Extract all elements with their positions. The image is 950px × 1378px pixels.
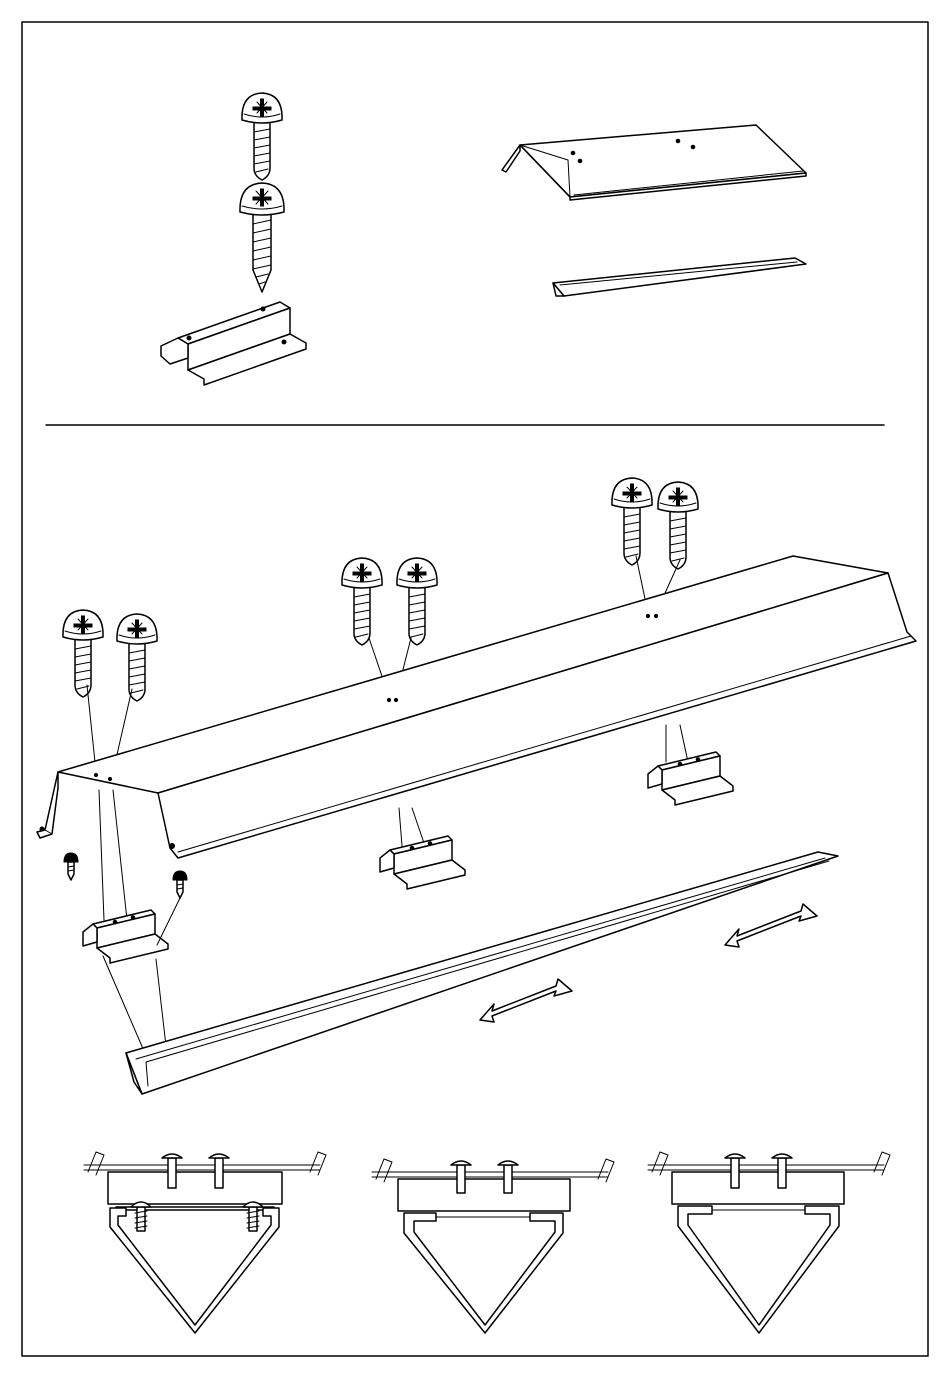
assembly-channel	[126, 852, 838, 1094]
mounting-bracket-icon	[161, 302, 306, 385]
screw-pair-left-a	[63, 610, 103, 697]
parts-panel	[161, 93, 806, 385]
gutter-channel-icon	[553, 258, 806, 296]
screw-pair-left-b	[117, 614, 157, 701]
tapping-screw-icon	[240, 183, 284, 292]
screw-pair-right-b	[658, 482, 698, 569]
small-screw-left	[64, 853, 78, 880]
cross-section-3	[648, 1152, 890, 1333]
cross-section-2	[372, 1159, 614, 1333]
bracket-left	[83, 910, 168, 963]
cross-section-1	[84, 1152, 326, 1333]
slide-arrow-left	[480, 979, 572, 1022]
bracket-middle	[380, 836, 465, 889]
machine-screw-icon	[242, 93, 282, 180]
assembly-cover	[37, 556, 916, 858]
small-screw-right	[173, 871, 187, 898]
gutter-cover-icon	[502, 125, 806, 200]
assembly-panel	[37, 478, 916, 1094]
screw-pair-mid-b	[397, 558, 437, 645]
bracket-right	[648, 752, 733, 805]
slide-arrow-right	[725, 904, 817, 947]
screw-pair-right-a	[612, 478, 652, 565]
cross-sections	[84, 1152, 890, 1333]
screw-pair-mid-a	[342, 558, 382, 645]
